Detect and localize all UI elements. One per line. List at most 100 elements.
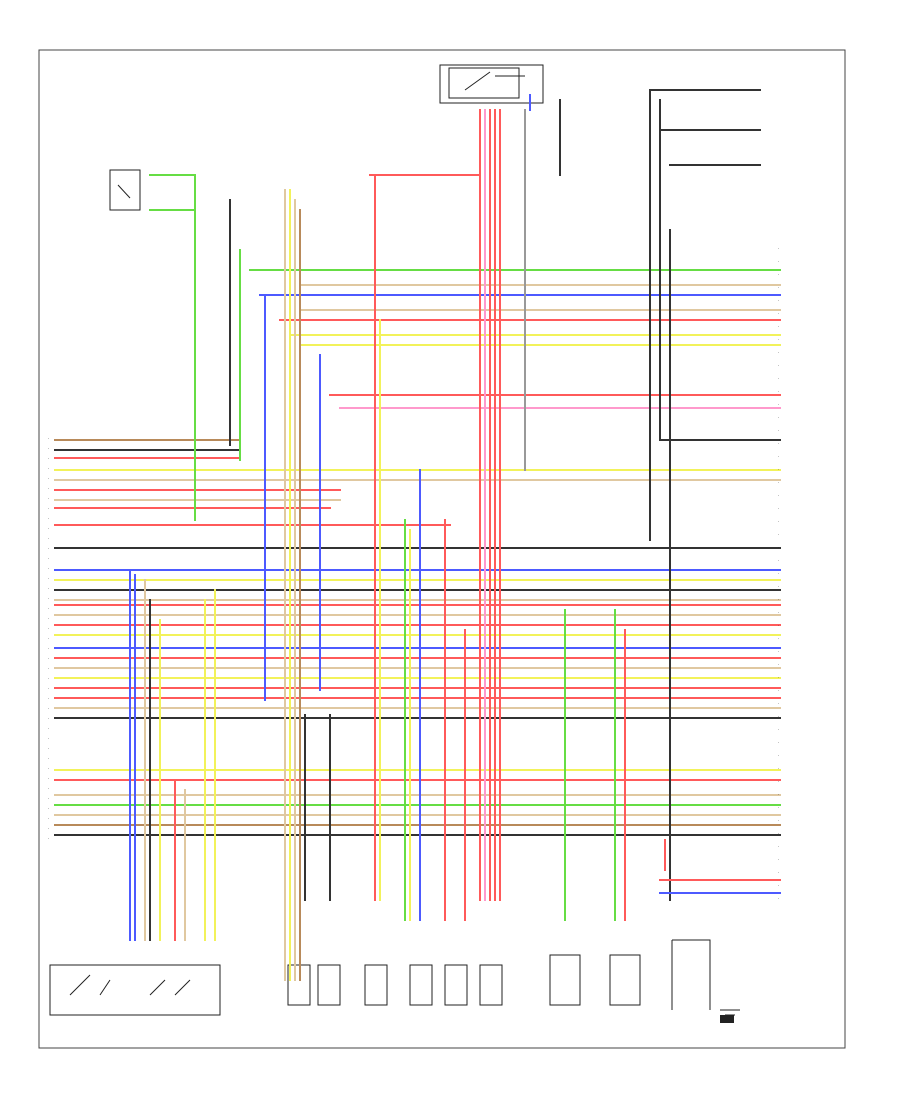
bottom-left-switch-box xyxy=(49,964,221,1016)
left-pin-mark: · xyxy=(48,436,49,441)
left-pin-mark: · xyxy=(48,586,49,591)
top-relay-switch xyxy=(448,67,520,99)
right-pin-mark: · xyxy=(778,493,779,498)
right-pin-mark: · xyxy=(778,896,779,901)
left-pin-mark: · xyxy=(48,716,49,721)
right-pin-mark: · xyxy=(778,246,779,251)
right-pin-mark: · xyxy=(778,506,779,511)
right-pin-mark: · xyxy=(778,558,779,563)
right-pin-mark: · xyxy=(778,259,779,264)
left-pin-mark: · xyxy=(48,656,49,661)
left-pin-mark: · xyxy=(48,756,49,761)
left-pin-mark: · xyxy=(48,596,49,601)
left-pin-mark: · xyxy=(48,686,49,691)
bottom-right-sensor xyxy=(671,939,711,1010)
left-pin-mark: · xyxy=(48,486,49,491)
left-pin-mark: · xyxy=(48,446,49,451)
right-pin-mark: · xyxy=(778,298,779,303)
right-pin-mark: · xyxy=(778,584,779,589)
right-pin-mark: · xyxy=(778,285,779,290)
left-pin-mark: · xyxy=(48,556,49,561)
left-switch-contact xyxy=(117,184,131,199)
left-pin-mark: · xyxy=(48,526,49,531)
left-pin-mark: · xyxy=(48,506,49,511)
left-pin-mark: · xyxy=(48,516,49,521)
right-pin-mark: · xyxy=(778,311,779,316)
left-pin-mark: · xyxy=(48,566,49,571)
left-pin-mark: · xyxy=(48,706,49,711)
left-pin-mark: · xyxy=(48,726,49,731)
left-pin-mark: · xyxy=(48,676,49,681)
left-pin-mark: · xyxy=(48,466,49,471)
left-pin-mark: · xyxy=(48,826,49,831)
right-pin-mark: · xyxy=(778,649,779,654)
right-pin-mark: · xyxy=(778,597,779,602)
right-pin-mark: · xyxy=(778,441,779,446)
right-pin-mark: · xyxy=(778,532,779,537)
left-pin-mark: · xyxy=(48,626,49,631)
top-relay-contact xyxy=(464,71,525,91)
right-pin-mark: · xyxy=(778,623,779,628)
left-pin-mark: · xyxy=(48,476,49,481)
right-pin-mark: · xyxy=(778,324,779,329)
right-pin-mark: · xyxy=(778,818,779,823)
left-pin-mark: · xyxy=(48,576,49,581)
right-pin-mark: · xyxy=(778,688,779,693)
left-pin-mark: · xyxy=(48,496,49,501)
right-pin-mark: · xyxy=(778,376,779,381)
left-pin-mark: · xyxy=(48,456,49,461)
right-pin-mark: · xyxy=(778,571,779,576)
right-pin-mark: · xyxy=(778,701,779,706)
right-pin-mark: · xyxy=(778,636,779,641)
left-pin-mark: · xyxy=(48,546,49,551)
bottom-module-6 xyxy=(479,964,503,1006)
bottom-module-7 xyxy=(549,954,581,1006)
right-pin-mark: · xyxy=(778,792,779,797)
right-pin-mark: · xyxy=(778,675,779,680)
right-pin-mark: · xyxy=(778,402,779,407)
right-pin-mark: · xyxy=(778,662,779,667)
right-pin-mark: · xyxy=(778,805,779,810)
left-connector-pins: ········································… xyxy=(48,436,49,841)
right-pin-mark: · xyxy=(778,337,779,342)
right-pin-mark: · xyxy=(778,454,779,459)
left-pin-mark: · xyxy=(48,636,49,641)
right-pin-mark: · xyxy=(778,779,779,784)
bottom-module-8 xyxy=(609,954,641,1006)
right-pin-mark: · xyxy=(778,766,779,771)
bottom-module-4 xyxy=(409,964,433,1006)
right-pin-mark: · xyxy=(778,428,779,433)
right-pin-mark: · xyxy=(778,389,779,394)
bottom-left-switch-contacts xyxy=(69,974,191,996)
left-switch xyxy=(109,169,141,211)
right-pin-mark: · xyxy=(778,415,779,420)
right-pin-mark: · xyxy=(778,727,779,732)
right-pin-mark: · xyxy=(778,883,779,888)
left-pin-mark: · xyxy=(48,666,49,671)
left-pin-mark: · xyxy=(48,806,49,811)
right-pin-mark: · xyxy=(778,610,779,615)
left-pin-mark: · xyxy=(48,776,49,781)
left-pin-mark: · xyxy=(48,786,49,791)
right-pin-mark: · xyxy=(778,753,779,758)
right-pin-mark: · xyxy=(778,844,779,849)
bottom-right-ground-block xyxy=(720,1015,734,1023)
right-pin-mark: · xyxy=(778,480,779,485)
left-pin-mark: · xyxy=(48,696,49,701)
right-pin-mark: · xyxy=(778,831,779,836)
bottom-module-3 xyxy=(364,964,388,1006)
right-pin-mark: · xyxy=(778,857,779,862)
wire-group xyxy=(54,89,781,981)
right-pin-mark: · xyxy=(778,870,779,875)
right-pin-mark: · xyxy=(778,519,779,524)
left-pin-mark: · xyxy=(48,616,49,621)
right-pin-mark: · xyxy=(778,740,779,745)
left-pin-mark: · xyxy=(48,536,49,541)
left-pin-mark: · xyxy=(48,606,49,611)
left-pin-mark: · xyxy=(48,746,49,751)
bottom-module-5 xyxy=(444,964,468,1006)
right-pin-mark: · xyxy=(778,467,779,472)
right-pin-mark: · xyxy=(778,363,779,368)
right-pin-mark: · xyxy=(778,714,779,719)
